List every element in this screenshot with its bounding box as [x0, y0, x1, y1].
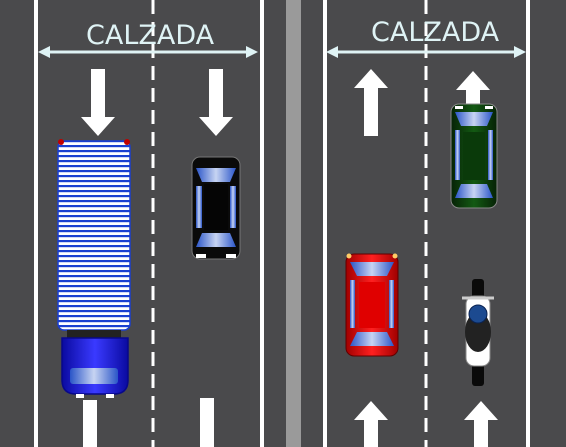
arrow-stem: [83, 400, 97, 447]
car-black: [191, 156, 241, 260]
motorcycle: [462, 279, 494, 386]
arrow-up-icon: [354, 401, 388, 447]
arrow-up-icon: [464, 401, 498, 447]
car-red: [345, 253, 399, 357]
rider-helmet: [468, 304, 488, 324]
roadway-label-left: CALZADA: [86, 20, 215, 51]
arrow-up-icon: [354, 69, 388, 136]
arrow-down-icon: [199, 69, 233, 136]
dimension-line-right: [326, 46, 526, 58]
truck: [57, 139, 131, 398]
edge-line-right-outer: [526, 0, 530, 447]
edge-line-left-outer: [34, 0, 38, 447]
arrow-up-icon: [456, 71, 490, 104]
arrow-stem: [200, 398, 214, 447]
edge-line-right-inner: [323, 0, 327, 447]
roadway-label-right: CALZADA: [371, 17, 500, 48]
edge-line-left-inner: [260, 0, 264, 447]
median-strip: [286, 0, 301, 447]
car-green: [450, 103, 498, 209]
arrow-down-icon: [81, 69, 115, 136]
dimension-line-left: [38, 46, 258, 58]
